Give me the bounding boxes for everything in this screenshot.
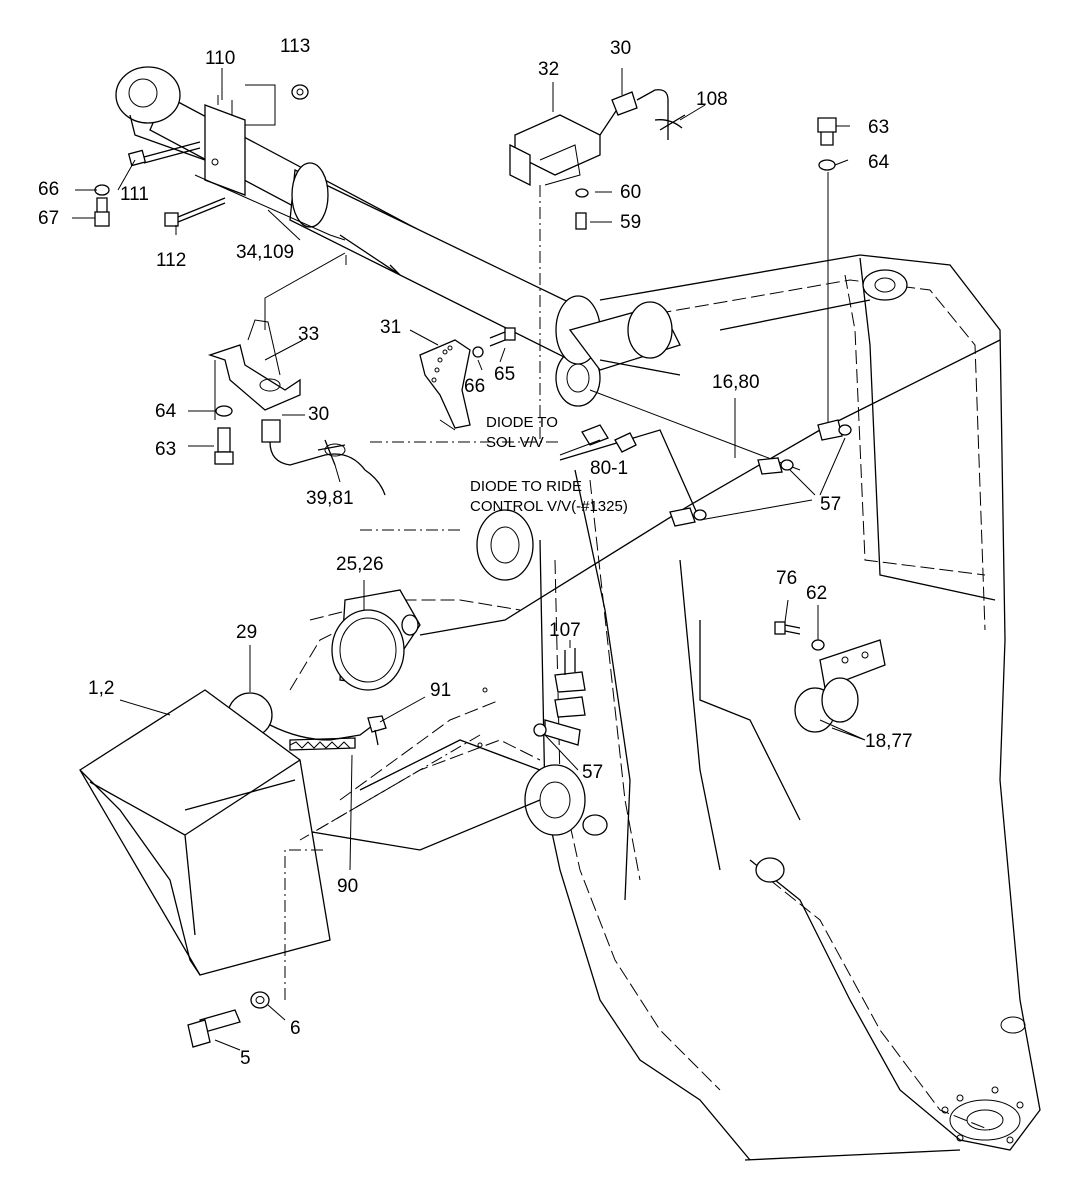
callout-30-upper: 30 bbox=[610, 38, 631, 59]
callout-113: 113 bbox=[280, 36, 310, 57]
sensor-30-lower bbox=[261, 419, 386, 496]
callout-39-81: 39,81 bbox=[306, 488, 354, 509]
washer-66-bolt-67 bbox=[94, 184, 110, 227]
bolt-76-bracket-18 bbox=[774, 621, 886, 733]
callout-80-1: 80-1 bbox=[590, 458, 628, 479]
note-diode-sol-line2: SOL V/V bbox=[486, 434, 544, 451]
callout-76: 76 bbox=[776, 568, 797, 589]
callout-31: 31 bbox=[380, 317, 401, 338]
callout-29: 29 bbox=[236, 622, 257, 643]
callout-57-lower: 57 bbox=[582, 762, 603, 783]
clip-set-107 bbox=[533, 648, 586, 746]
callout-62: 62 bbox=[806, 583, 827, 604]
note-diode-sol-line1: DIODE TO bbox=[486, 414, 558, 431]
callout-63-upper: 63 bbox=[868, 117, 889, 138]
callout-34-109: 34,109 bbox=[236, 242, 294, 263]
callout-66-mid: 66 bbox=[464, 376, 485, 397]
callout-5: 5 bbox=[240, 1048, 251, 1069]
hydraulic-cylinder bbox=[115, 66, 681, 376]
callout-112: 112 bbox=[156, 250, 186, 271]
bolt-63-washer-64-left bbox=[214, 405, 234, 465]
callout-107: 107 bbox=[549, 620, 581, 641]
leader-lines bbox=[72, 68, 866, 1051]
diode-plates bbox=[559, 424, 637, 456]
cover-plate bbox=[79, 689, 331, 976]
callout-111: 111 bbox=[120, 184, 149, 205]
callout-64-upper: 64 bbox=[868, 152, 890, 173]
callout-25-26: 25,26 bbox=[336, 554, 384, 575]
callout-90: 90 bbox=[337, 876, 358, 897]
callout-32: 32 bbox=[538, 59, 559, 80]
callout-6: 6 bbox=[290, 1018, 301, 1039]
callout-110: 110 bbox=[205, 48, 235, 69]
callout-64-left: 64 bbox=[155, 401, 177, 422]
callout-30-lower: 30 bbox=[308, 404, 329, 425]
clip-91 bbox=[367, 715, 387, 746]
callout-65: 65 bbox=[494, 364, 515, 385]
callout-16-80: 16,80 bbox=[712, 372, 760, 393]
bracket-31 bbox=[419, 327, 516, 431]
bolt-5-washer-6 bbox=[187, 849, 325, 1048]
diode-notes: DIODE TO SOL V/V DIODE TO RIDE CONTROL V… bbox=[470, 414, 628, 515]
callout-108: 108 bbox=[696, 89, 728, 110]
callout-59: 59 bbox=[620, 212, 641, 233]
callout-33: 33 bbox=[298, 324, 319, 345]
bolt-111 bbox=[127, 141, 201, 167]
nut-113 bbox=[291, 84, 309, 100]
callout-57-upper: 57 bbox=[820, 494, 841, 515]
bracket-32-sensor bbox=[509, 89, 686, 230]
work-light bbox=[227, 589, 421, 751]
bolt-63-washer-64-upper bbox=[817, 117, 837, 425]
callout-1-2: 1,2 bbox=[88, 678, 114, 699]
callout-91: 91 bbox=[430, 680, 451, 701]
callout-labels: 110 113 32 30 108 63 64 66 111 67 60 59 … bbox=[38, 36, 913, 1069]
callout-63-left: 63 bbox=[155, 439, 176, 460]
bolt-112 bbox=[164, 197, 226, 227]
callout-67: 67 bbox=[38, 208, 59, 229]
note-diode-ride-line1: DIODE TO RIDE bbox=[470, 478, 582, 495]
callout-60: 60 bbox=[620, 182, 641, 203]
bracket-33 bbox=[207, 252, 346, 420]
wire-harness bbox=[419, 339, 1001, 636]
callout-18-77: 18,77 bbox=[865, 731, 913, 752]
callout-66-upper: 66 bbox=[38, 179, 59, 200]
guide-lines bbox=[299, 185, 560, 841]
note-diode-ride-line2: CONTROL V/V(-#1325) bbox=[470, 498, 628, 515]
boom-frame bbox=[289, 254, 1041, 1161]
clamp-bracket bbox=[194, 84, 346, 241]
